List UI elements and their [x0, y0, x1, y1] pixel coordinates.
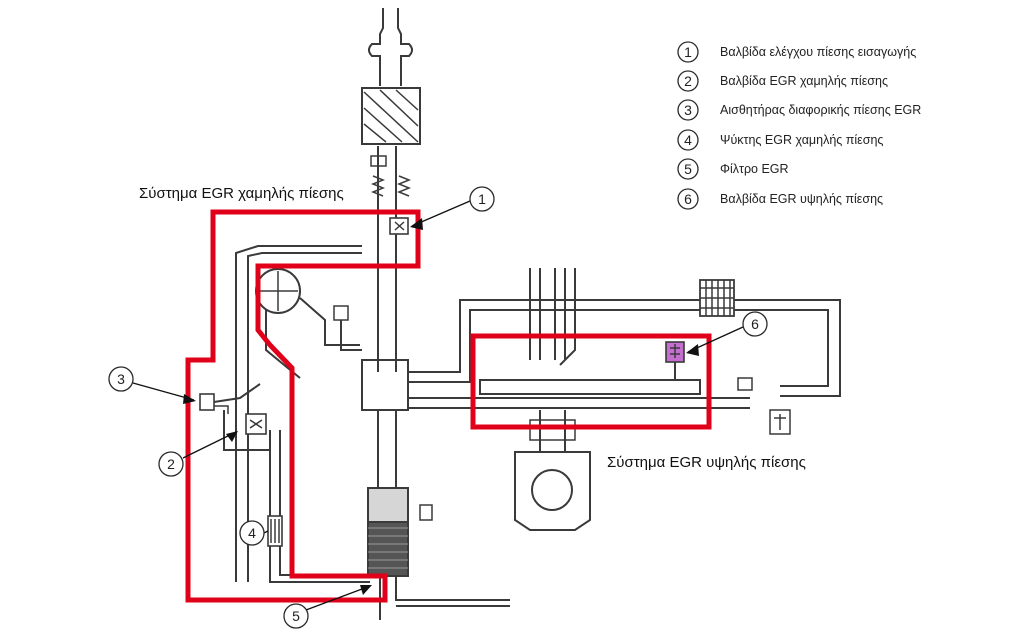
hp-egr-boundary [470, 333, 712, 430]
svg-text:2: 2 [167, 456, 175, 472]
svg-text:Βαλβίδα EGR υψηλής πίεσης: Βαλβίδα EGR υψηλής πίεσης [720, 192, 883, 206]
legend-item: 6 Βαλβίδα EGR υψηλής πίεσης [677, 188, 883, 210]
legend-item: 1 Βαλβίδα ελέγχου πίεσης εισαγωγής [677, 41, 916, 63]
svg-text:Φίλτρο EGR: Φίλτρο EGR [720, 162, 789, 176]
svg-text:5: 5 [684, 161, 692, 177]
engine-block [514, 451, 591, 531]
diff-pressure-sensor [199, 393, 215, 411]
svg-text:4: 4 [684, 132, 692, 148]
svg-text:4: 4 [248, 525, 256, 541]
svg-text:2: 2 [684, 73, 692, 89]
legend-item: 2 Βαλβίδα EGR χαμηλής πίεσης [677, 70, 888, 92]
svg-text:6: 6 [684, 191, 692, 207]
svg-text:1: 1 [478, 191, 486, 207]
pipe-network [199, 8, 841, 620]
low-pressure-system-label: Σύστημα EGR χαμηλής πίεσης [139, 185, 344, 202]
svg-text:5: 5 [292, 608, 300, 624]
svg-text:3: 3 [684, 102, 692, 118]
callout-4: 4 [239, 520, 269, 546]
svg-text:Βαλβίδα EGR χαμηλής πίεσης: Βαλβίδα EGR χαμηλής πίεσης [720, 74, 888, 88]
legend-item: 4 Ψύκτης EGR χαμηλής πίεσης [677, 129, 883, 151]
legend-item: 5 Φίλτρο EGR [677, 158, 789, 180]
legend: 1 Βαλβίδα ελέγχου πίεσης εισαγωγής 2 Βαλ… [677, 41, 921, 210]
svg-text:Αισθητήρας διαφορικής πίεσης E: Αισθητήρας διαφορικής πίεσης EGR [720, 103, 921, 117]
dpf-catalyst [367, 487, 409, 523]
svg-text:1: 1 [684, 44, 692, 60]
svg-text:6: 6 [751, 316, 759, 332]
callout-6: 6 [686, 311, 768, 356]
svg-text:3: 3 [117, 371, 125, 387]
svg-text:Βαλβίδα ελέγχου πίεσης εισαγωγ: Βαλβίδα ελέγχου πίεσης εισαγωγής [720, 45, 916, 59]
high-pressure-system-label: Σύστημα EGR υψηλής πίεσης [607, 454, 806, 471]
callout-5: 5 [283, 585, 372, 629]
dpf-filter [367, 521, 409, 577]
callout-2: 2 [158, 431, 238, 477]
callout-1: 1 [410, 186, 495, 230]
callout-3: 3 [108, 366, 196, 404]
svg-text:Ψύκτης EGR χαμηλής πίεσης: Ψύκτης EGR χαμηλής πίεσης [720, 133, 883, 147]
legend-item: 3 Αισθητήρας διαφορικής πίεσης EGR [677, 99, 921, 121]
